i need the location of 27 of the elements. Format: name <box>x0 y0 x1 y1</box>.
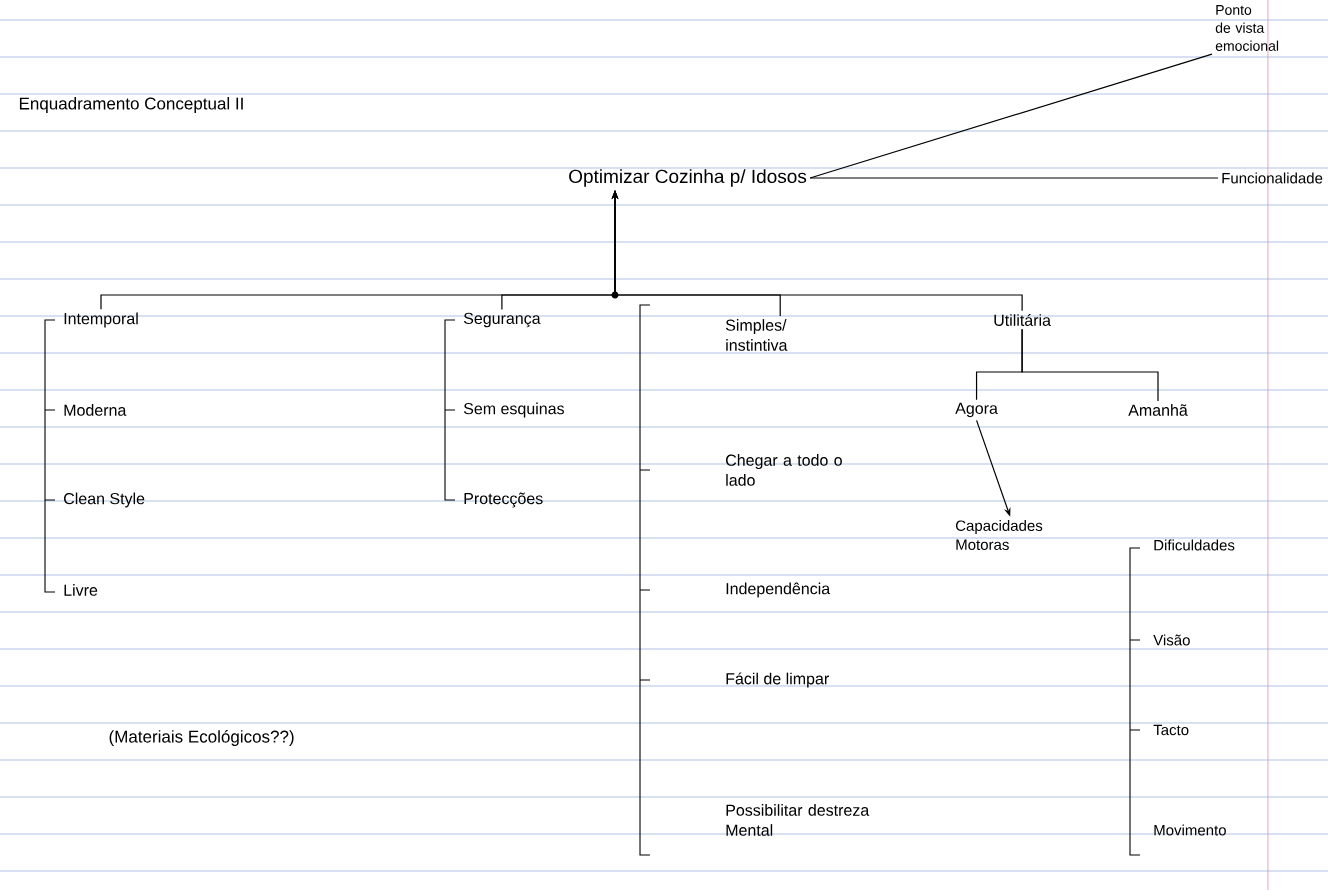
concept-text: Tacto <box>1153 724 1189 736</box>
concept-text: Possibilitar destreza Mental <box>726 804 870 836</box>
concept-text: Protecções <box>464 492 543 508</box>
concept-text: Amanhã <box>1128 404 1188 416</box>
concept-text: Optimizar Cozinha p/ Idosos <box>569 169 807 187</box>
concept-text: Ponto de vista emocional <box>1215 5 1279 51</box>
concept-text: Agora <box>955 402 998 418</box>
concept-text: Intemporal <box>64 312 138 328</box>
concept-text: Independência <box>726 582 831 598</box>
note: (Materiais Ecológicos??) <box>109 729 294 746</box>
concept-text: Clean Style <box>64 492 145 508</box>
connector-line <box>809 177 1219 179</box>
concept-text: Segurança <box>463 312 541 328</box>
concept-text: Utilitária <box>994 314 1051 326</box>
connector-line <box>1021 328 1159 402</box>
concept-text: Fácil de limpar <box>726 672 829 688</box>
concept-text: Visão <box>1153 634 1190 646</box>
concept-text: Funcionalidade <box>1222 172 1323 184</box>
concept-text: Sem esquinas <box>463 402 564 418</box>
concept-text: Movimento <box>1154 824 1226 836</box>
title: Enquadramento Conceptual II <box>19 97 243 113</box>
concept-text: Dificuldades <box>1154 539 1235 551</box>
concept-text: Capacidades Motoras <box>956 520 1043 550</box>
concept-text: Chegar a todo o lado <box>726 454 842 486</box>
concept-text: Livre <box>64 584 98 596</box>
concept-text: Moderna <box>64 404 127 416</box>
concept-text: Simples/ instintiva <box>725 319 788 351</box>
